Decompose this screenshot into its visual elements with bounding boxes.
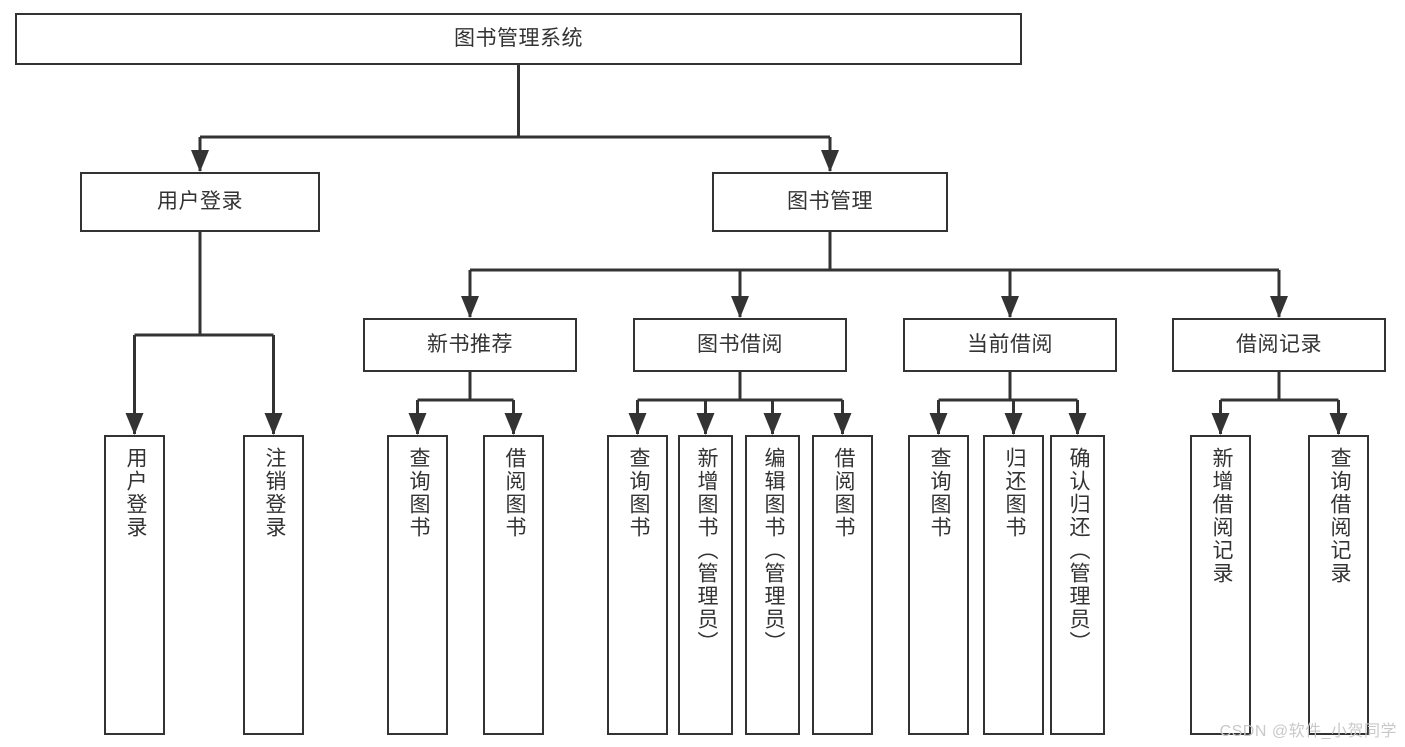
arrowhead-icon bbox=[1068, 413, 1087, 435]
arrowhead-icon bbox=[929, 413, 948, 435]
arrowhead-icon bbox=[763, 413, 782, 435]
arrowhead-icon bbox=[408, 413, 427, 435]
node-c-query[interactable]: 查询图书 bbox=[908, 435, 969, 735]
node-newbook[interactable]: 新书推荐 bbox=[363, 318, 577, 372]
node-root[interactable]: 图书管理系统 bbox=[15, 13, 1022, 65]
node-b-add[interactable]: 新增图书（管理员） bbox=[678, 435, 733, 735]
node-label: 新书推荐 bbox=[427, 333, 513, 357]
node-label: 查询图书 bbox=[626, 447, 650, 539]
node-current[interactable]: 当前借阅 bbox=[903, 318, 1117, 372]
node-label: 图书管理 bbox=[787, 190, 873, 214]
arrowhead-icon bbox=[461, 296, 479, 318]
node-l-logout[interactable]: 注销登录 bbox=[243, 435, 304, 735]
node-b-query[interactable]: 查询图书 bbox=[607, 435, 668, 735]
node-bookmgmt[interactable]: 图书管理 bbox=[712, 172, 948, 232]
node-label: 查询图书 bbox=[406, 447, 430, 539]
arrowhead-icon bbox=[125, 413, 144, 435]
node-label: 用户登录 bbox=[123, 447, 147, 539]
arrowhead-icon bbox=[696, 413, 715, 435]
node-b-lend[interactable]: 借阅图书 bbox=[812, 435, 873, 735]
node-label: 图书管理系统 bbox=[454, 27, 583, 51]
arrowhead-icon bbox=[731, 296, 749, 318]
arrowhead-icon bbox=[1004, 413, 1023, 435]
node-label: 注销登录 bbox=[262, 447, 286, 539]
node-b-edit[interactable]: 编辑图书（管理员） bbox=[745, 435, 800, 735]
arrowhead-icon bbox=[1270, 296, 1288, 318]
node-label: 借阅记录 bbox=[1236, 333, 1322, 357]
node-n-borrow[interactable]: 借阅图书 bbox=[483, 435, 544, 735]
arrowhead-icon bbox=[264, 413, 283, 435]
node-label: 查询借阅记录 bbox=[1327, 447, 1351, 585]
arrowhead-icon bbox=[191, 150, 209, 172]
node-n-query[interactable]: 查询图书 bbox=[387, 435, 448, 735]
node-r-add[interactable]: 新增借阅记录 bbox=[1190, 435, 1251, 735]
node-label: 用户登录 bbox=[157, 190, 243, 214]
node-c-confirm[interactable]: 确认归还（管理员） bbox=[1050, 435, 1105, 735]
arrowhead-icon bbox=[833, 413, 852, 435]
node-borrow[interactable]: 图书借阅 bbox=[633, 318, 847, 372]
node-label: 借阅图书 bbox=[831, 447, 855, 539]
arrowhead-icon bbox=[821, 150, 839, 172]
node-label: 借阅图书 bbox=[502, 447, 526, 539]
node-label: 新增借阅记录 bbox=[1209, 447, 1233, 585]
node-c-return[interactable]: 归还图书 bbox=[983, 435, 1044, 735]
node-label: 新增图书（管理员） bbox=[694, 447, 718, 654]
arrowhead-icon bbox=[1329, 413, 1348, 435]
node-label: 编辑图书（管理员） bbox=[761, 447, 785, 654]
node-label: 当前借阅 bbox=[967, 333, 1053, 357]
node-label: 归还图书 bbox=[1002, 447, 1026, 539]
arrowhead-icon bbox=[1211, 413, 1230, 435]
node-login[interactable]: 用户登录 bbox=[80, 172, 320, 232]
node-label: 查询图书 bbox=[927, 447, 951, 539]
arrowhead-icon bbox=[504, 413, 523, 435]
arrowhead-icon bbox=[1001, 296, 1019, 318]
node-records[interactable]: 借阅记录 bbox=[1172, 318, 1386, 372]
node-r-query[interactable]: 查询借阅记录 bbox=[1308, 435, 1369, 735]
node-label: 确认归还（管理员） bbox=[1066, 447, 1090, 654]
node-label: 图书借阅 bbox=[697, 333, 783, 357]
arrowhead-icon bbox=[628, 413, 647, 435]
node-l-login[interactable]: 用户登录 bbox=[104, 435, 165, 735]
